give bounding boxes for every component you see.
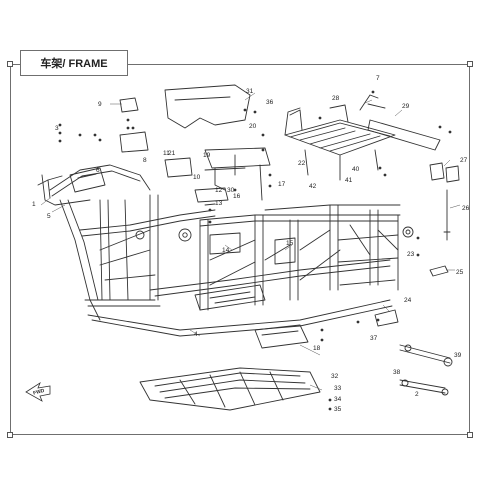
callout-28: 28 bbox=[332, 95, 340, 102]
fwd-label: FWD bbox=[33, 388, 46, 397]
callout-27: 27 bbox=[460, 157, 468, 164]
callout-1: 1 bbox=[32, 201, 36, 208]
leader-lines bbox=[40, 92, 461, 391]
callout-2: 2 bbox=[415, 391, 419, 398]
cover-plate-31 bbox=[164, 84, 251, 129]
callout-18: 18 bbox=[313, 345, 321, 352]
diagram-title: 车架/ FRAME bbox=[20, 50, 128, 76]
skid-plate-32 bbox=[139, 367, 321, 411]
callout-34: 34 bbox=[334, 396, 342, 403]
rear-rack-28 bbox=[284, 104, 396, 181]
callout-23: 23 bbox=[407, 251, 415, 258]
callout-20: 20 bbox=[249, 123, 257, 130]
callout-33: 33 bbox=[334, 385, 342, 392]
mid-brackets bbox=[119, 97, 229, 206]
plate-18 bbox=[254, 324, 309, 349]
callout-7: 7 bbox=[376, 75, 380, 82]
callout-40: 40 bbox=[352, 166, 360, 173]
callout-5: 5 bbox=[47, 213, 51, 220]
callout-31: 31 bbox=[246, 88, 254, 95]
callout-8: 8 bbox=[143, 157, 147, 164]
callout-15: 15 bbox=[286, 240, 294, 247]
callout-26: 26 bbox=[462, 205, 470, 212]
callout-24: 24 bbox=[404, 297, 412, 304]
linkage-38-39 bbox=[374, 309, 453, 396]
callout-17: 17 bbox=[278, 181, 286, 188]
callout-11: 11 bbox=[163, 150, 170, 157]
seat-bracket-assembly bbox=[204, 147, 271, 201]
callout-12: 12 bbox=[215, 187, 223, 194]
main-frame bbox=[37, 164, 414, 337]
frame-corner-marker bbox=[467, 432, 473, 438]
callout-36: 36 bbox=[266, 99, 274, 106]
callout-39: 39 bbox=[454, 352, 462, 359]
callout-6: 6 bbox=[96, 167, 100, 174]
callout-14: 14 bbox=[222, 247, 230, 254]
callout-41: 41 bbox=[345, 177, 353, 184]
rear-tube-29 bbox=[359, 94, 441, 151]
callout-layer: 1 2 3 4 5 6 7 8 9 10 11 12 13 14 15 16 1… bbox=[32, 75, 470, 413]
fasteners bbox=[58, 90, 452, 411]
callout-29: 29 bbox=[402, 103, 410, 110]
callout-38: 38 bbox=[393, 369, 401, 376]
callout-21: 21 bbox=[168, 150, 176, 157]
callout-13: 13 bbox=[215, 200, 223, 207]
frame-corner-marker bbox=[7, 61, 13, 67]
rear-right-parts bbox=[429, 162, 460, 277]
callout-22: 22 bbox=[298, 160, 306, 167]
callout-10: 10 bbox=[193, 174, 201, 181]
frame-corner-marker bbox=[7, 432, 13, 438]
callout-9: 9 bbox=[98, 101, 102, 108]
callout-3: 3 bbox=[55, 125, 59, 132]
callout-30: 30 bbox=[227, 187, 235, 194]
callout-25: 25 bbox=[456, 269, 464, 276]
callout-35: 35 bbox=[334, 406, 342, 413]
fwd-arrow-icon: FWD bbox=[25, 381, 51, 402]
callout-19: 19 bbox=[203, 152, 211, 159]
callout-16: 16 bbox=[233, 193, 241, 200]
callout-37: 37 bbox=[370, 335, 378, 342]
callout-32: 32 bbox=[331, 373, 339, 380]
frame-corner-marker bbox=[467, 61, 473, 67]
callout-4: 4 bbox=[194, 331, 198, 338]
callout-42: 42 bbox=[309, 183, 317, 190]
